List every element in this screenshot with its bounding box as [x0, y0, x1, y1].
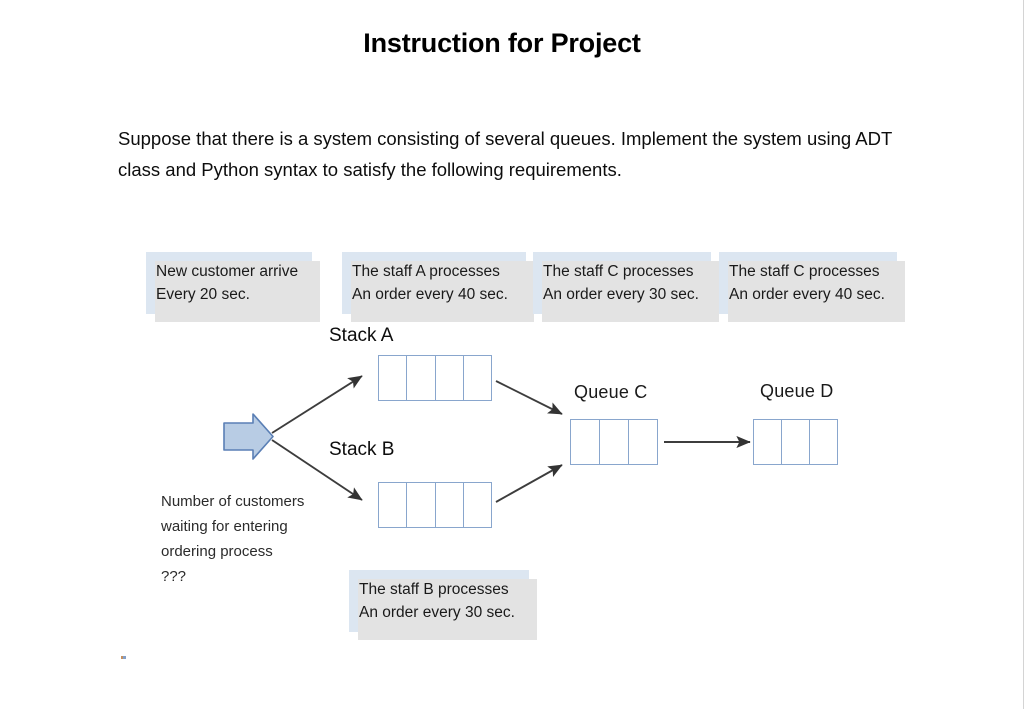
cell: [464, 356, 491, 400]
source-note-line-3: ordering process: [161, 543, 273, 560]
label-stack-b: Stack B: [329, 439, 395, 460]
cell: [754, 420, 782, 464]
callout-staff-a: The staff A processes An order every 40 …: [342, 252, 534, 322]
callout-line-2: An order every 40 sec.: [352, 286, 508, 303]
cell: [407, 483, 436, 527]
cell: [600, 420, 629, 464]
source-note-line-2: waiting for entering: [161, 518, 288, 535]
label-queue-d: Queue D: [760, 381, 834, 401]
callout-line-1: The staff B processes: [359, 581, 509, 598]
source-note: Number of customers waiting for entering…: [161, 489, 311, 589]
callout-new-customer-arrival: New customer arrive Every 20 sec.: [146, 252, 320, 322]
connector-stack-b-to-queue-c: [495, 464, 563, 503]
cell: [379, 483, 408, 527]
source-note-line-4: ???: [161, 568, 187, 585]
callout-staff-b: The staff B processes An order every 30 …: [349, 570, 537, 640]
callout-staff-c-40: The staff C processes An order every 40 …: [719, 252, 905, 322]
cell: [571, 420, 600, 464]
callout-line-1: The staff C processes: [543, 263, 694, 280]
stray-artifact: [121, 656, 126, 659]
cell: [379, 356, 408, 400]
queue-c-cells: [570, 419, 658, 465]
callout-line-1: The staff C processes: [729, 263, 880, 280]
source-note-line-1: Number of customers: [161, 493, 305, 510]
callout-line-1: The staff A processes: [352, 263, 500, 280]
callout-staff-c-30: The staff C processes An order every 30 …: [533, 252, 719, 322]
block-right-arrow-icon: [223, 413, 274, 460]
label-queue-c: Queue C: [574, 382, 648, 402]
cell: [436, 483, 464, 527]
cell: [810, 420, 837, 464]
cell: [436, 356, 464, 400]
label-stack-a: Stack A: [329, 325, 394, 346]
connector-stack-a-to-queue-c: [495, 380, 563, 415]
cell: [782, 420, 810, 464]
callout-line-2: An order every 30 sec.: [543, 286, 699, 303]
callout-line-1: New customer arrive: [156, 263, 299, 280]
callout-line-2: Every 20 sec.: [156, 286, 250, 303]
page-title: Instruction for Project: [363, 28, 641, 58]
stack-a-cells: [378, 355, 492, 401]
cell: [464, 483, 491, 527]
connector-inflow-to-stack-a: [271, 375, 363, 434]
callout-line-2: An order every 30 sec.: [359, 604, 515, 621]
cell: [407, 356, 436, 400]
callout-line-2: An order every 40 sec.: [729, 286, 885, 303]
intro-paragraph: Suppose that there is a system consistin…: [118, 128, 892, 180]
stack-b-cells: [378, 482, 492, 528]
queue-d-cells: [753, 419, 838, 465]
cell: [629, 420, 657, 464]
